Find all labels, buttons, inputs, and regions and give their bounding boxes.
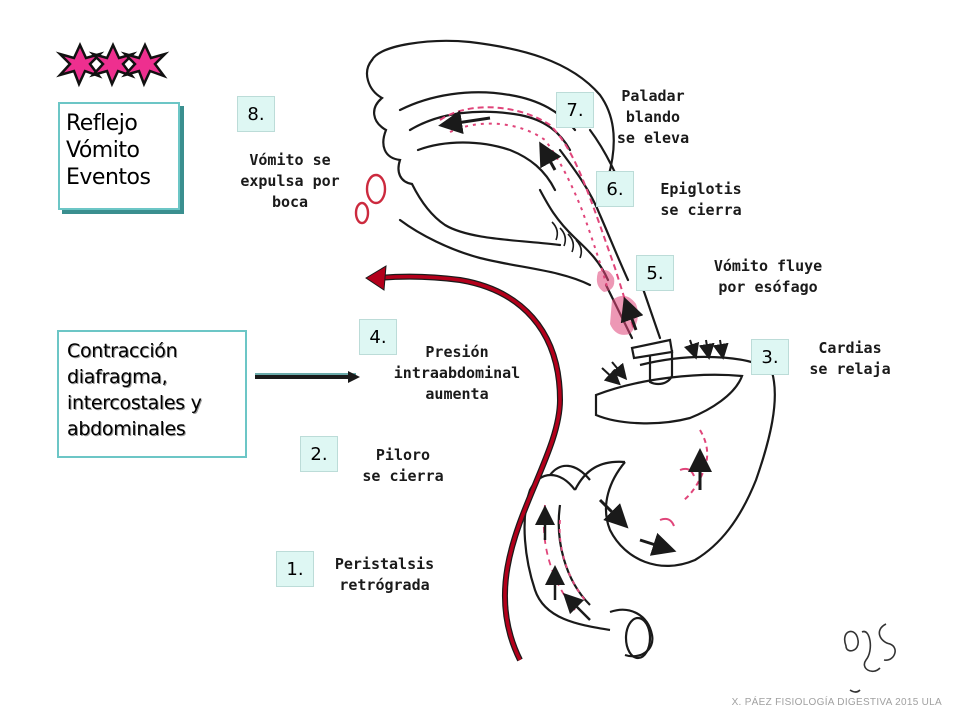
title-line-1: Reflejo <box>66 111 138 136</box>
step-3-label: Cardias se relaja <box>795 338 905 380</box>
vomit-droplets <box>354 173 387 225</box>
step-8-label: Vómito se expulsa por boca <box>220 150 360 213</box>
step-8-badge: 8. <box>237 96 275 132</box>
step-7-label-line: Paladar <box>621 87 685 105</box>
vomit-path <box>439 106 635 331</box>
step-4-label-line: Presión <box>425 343 489 361</box>
reflux-arrows <box>438 110 644 331</box>
step-1-label-line: retrógrada <box>339 576 430 594</box>
step-8-label-line: boca <box>271 193 309 211</box>
trachea-rings <box>551 221 583 259</box>
stomach <box>574 338 776 567</box>
contraction-box: Contracción diafragma, intercostales y a… <box>57 330 247 458</box>
step-2-badge: 2. <box>300 436 338 472</box>
title-box: Reflejo Vómito Eventos <box>58 102 180 210</box>
contraction-line-2: diafragma, <box>67 366 168 388</box>
handwritten-signature <box>843 623 896 693</box>
step-6-label-line: se cierra <box>660 201 742 219</box>
step-3-label-line: Cardias <box>818 339 882 357</box>
step-3-badge: 3. <box>751 339 789 375</box>
intestine-contents <box>542 504 586 611</box>
step-2-label: Piloro se cierra <box>343 445 463 487</box>
contraction-line-3: intercostales y <box>67 392 202 414</box>
step-4-label-line: aumenta <box>425 385 489 403</box>
step-1-badge: 1. <box>276 551 314 587</box>
stomach-arrows <box>598 448 712 556</box>
step-1-label-line: Peristalsis <box>334 555 435 573</box>
step-4-label: Presión intraabdominal aumenta <box>382 342 532 405</box>
step-5-label: Vómito fluye por esófago <box>700 256 836 298</box>
step-7-label: Paladar blando se eleva <box>605 86 701 149</box>
pressure-arrows <box>601 339 729 386</box>
step-6-label: Epiglotis se cierra <box>648 179 754 221</box>
vomit-fill <box>596 270 638 335</box>
step-4-badge: 4. <box>359 319 397 355</box>
intestine <box>523 464 654 660</box>
contraction-arrow <box>255 371 360 383</box>
step-5-badge: 5. <box>636 255 674 291</box>
step-5-label-line: por esófago <box>718 278 818 296</box>
step-7-label-line: blando <box>625 108 681 126</box>
step-2-label-line: Piloro <box>375 446 431 464</box>
diaphragm-pressure-arrow <box>365 265 564 662</box>
title-line-2: Vómito <box>66 138 140 163</box>
step-3-label-line: se relaja <box>809 360 891 378</box>
contraction-line-4: abdominales <box>67 418 186 440</box>
step-8-label-line: expulsa por <box>240 172 340 190</box>
footer-credit: X. PÁEZ FISIOLOGÍA DIGESTIVA 2015 ULA <box>731 697 942 708</box>
step-6-badge: 6. <box>596 171 634 207</box>
asterisk-stars-icon <box>55 42 170 88</box>
step-1-label: Peristalsis retrógrada <box>312 554 457 596</box>
step-2-label-line: se cierra <box>362 467 444 485</box>
intestine-arrows <box>535 505 591 621</box>
step-5-label-line: Vómito fluye <box>713 257 823 275</box>
step-7-badge: 7. <box>556 92 594 128</box>
step-6-label-line: Epiglotis <box>660 180 742 198</box>
step-7-label-line: se eleva <box>616 129 690 147</box>
step-8-label-line: Vómito se <box>249 151 331 169</box>
contraction-line-1: Contracción <box>67 340 178 362</box>
title-line-3: Eventos <box>66 165 151 190</box>
step-4-label-line: intraabdominal <box>393 364 521 382</box>
